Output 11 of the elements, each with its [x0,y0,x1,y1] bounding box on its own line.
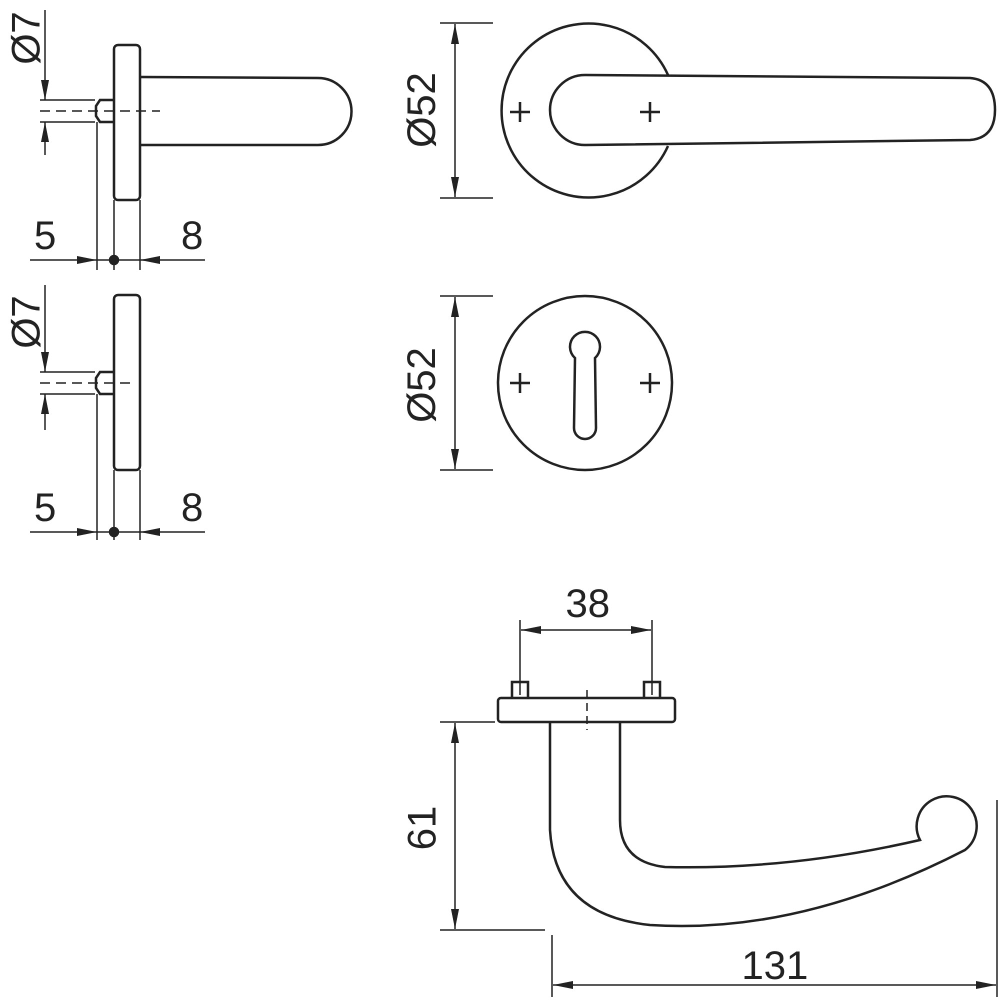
dimension-label: 5 [34,488,56,528]
dimension-label: 8 [181,488,204,528]
dimension-label: Ø52 [402,347,442,423]
dimension-label: 8 [181,216,204,256]
dimension-label: Ø7 [6,11,46,65]
dimension-label: 38 [566,584,610,624]
dimension-label: 131 [742,946,808,986]
dimension-label: 61 [402,806,442,850]
dimension-label: Ø7 [6,295,46,349]
dimension-label: 5 [34,216,56,256]
dimension-label: Ø52 [402,72,442,148]
